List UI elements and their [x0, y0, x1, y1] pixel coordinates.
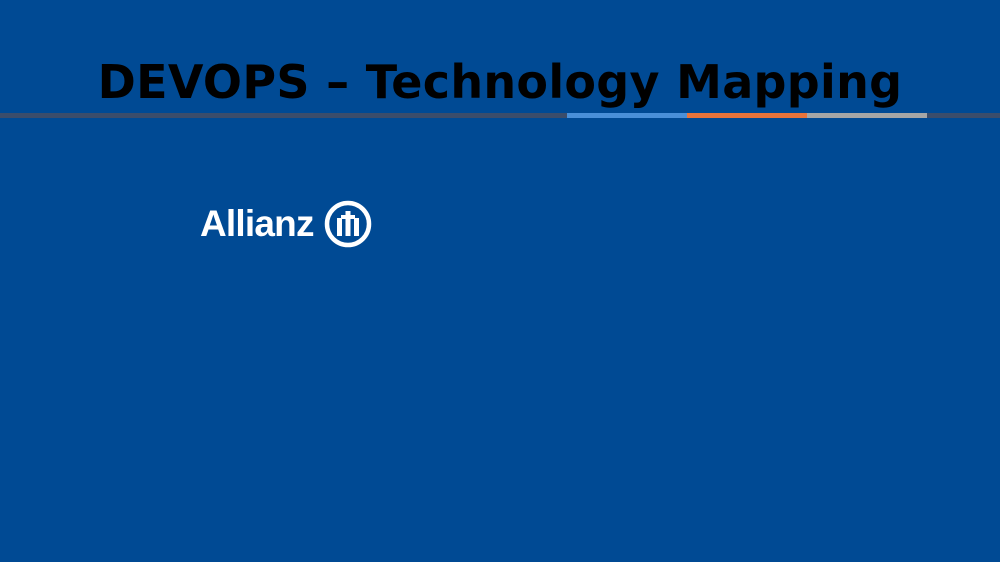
allianz-eagle-icon	[324, 200, 371, 248]
divider-segment-blue	[567, 113, 687, 118]
slide-title: DEVOPS – Technology Mapping	[97, 55, 903, 109]
divider-segment-orange	[687, 113, 807, 118]
divider-segment-gray	[807, 113, 927, 118]
logo-wordmark: Allianz	[200, 203, 314, 244]
title-divider	[0, 113, 1000, 118]
allianz-logo: Allianz	[200, 198, 372, 250]
